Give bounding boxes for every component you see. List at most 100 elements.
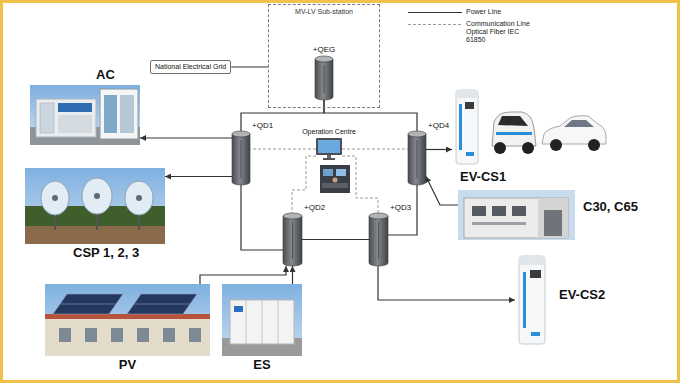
switchgear-cabinet: +QEG — [315, 56, 333, 100]
legend-line — [408, 24, 462, 25]
ev-cs1-photo — [494, 142, 506, 154]
es-photo — [222, 284, 302, 356]
power-line — [426, 149, 452, 150]
c30-c65-photo — [538, 198, 568, 238]
ac-photo — [30, 85, 140, 145]
photo-label: EV-CS2 — [559, 288, 605, 303]
c30-c65-photo — [458, 190, 575, 240]
photo-frame: EV-CS1 — [452, 88, 608, 168]
pv-photo — [163, 328, 175, 342]
ev-cs1-photo — [465, 102, 474, 109]
operation-centre: Operation Centre — [316, 138, 342, 160]
ev-cs1-photo — [498, 116, 528, 126]
csp-photo — [125, 181, 153, 215]
control-room-photo — [336, 169, 346, 176]
ev-cs1-photo — [496, 132, 532, 135]
ev-cs1-photo — [466, 152, 474, 156]
ev-cs2-photo — [519, 256, 545, 344]
pv-photo — [60, 304, 116, 305]
cabinet-shape — [369, 213, 388, 266]
es-photo — [262, 300, 263, 344]
cabinet-label: +QD2 — [304, 203, 325, 212]
pv-photo — [45, 314, 210, 319]
ev-cs2-photo — [519, 256, 545, 265]
csp-photo — [25, 168, 165, 244]
ev-cs2-photo — [531, 332, 540, 336]
power-line — [302, 239, 369, 240]
cabinet-door — [417, 140, 418, 178]
es-photo — [222, 284, 302, 356]
ac-photo — [100, 89, 138, 139]
c30-c65-photo — [512, 206, 526, 216]
photo-label: PV — [119, 358, 136, 373]
communication-line — [342, 156, 378, 213]
substation-region: MV-LV Sub-station +QEG — [268, 4, 380, 108]
c30-c65-photo — [492, 206, 506, 216]
cabinet-label: +QEG — [313, 45, 335, 54]
pv-photo — [59, 328, 71, 342]
csp-photo — [25, 168, 165, 244]
pv-photo — [134, 304, 190, 305]
power-line — [200, 266, 286, 284]
ev-cs1-photo — [588, 139, 600, 151]
c30-c65-photo — [472, 222, 526, 225]
legend-text: Communication Line Optical Fiber IEC 618… — [466, 20, 530, 44]
cabinet-body — [369, 216, 388, 266]
csp-photo — [82, 178, 112, 214]
region-title: MV-LV Sub-station — [295, 8, 353, 16]
legend-text: Power Line — [466, 8, 530, 16]
pv-photo — [45, 284, 210, 356]
control-room-photo — [320, 165, 350, 193]
photo-frame: C30, C65 — [458, 190, 575, 240]
cabinet-label: +QD3 — [390, 203, 411, 212]
pv-photo — [137, 328, 149, 342]
c30-c65-photo — [544, 210, 562, 236]
pv-photo — [127, 294, 197, 314]
ac-photo — [58, 115, 92, 133]
ac-photo — [30, 85, 140, 145]
cabinet-door — [378, 222, 379, 259]
switchgear-cabinet: +QD1 — [232, 131, 250, 185]
csp-photo — [52, 195, 58, 201]
cabinet-top — [315, 56, 333, 62]
es-photo — [278, 300, 279, 344]
csp-photo — [94, 193, 100, 199]
legend-line — [408, 12, 462, 13]
es-photo — [230, 300, 294, 344]
cabinet-shape — [408, 131, 426, 185]
cabinet-body — [408, 134, 426, 185]
power-line — [165, 176, 232, 177]
ev-cs1-photo — [522, 142, 534, 154]
es-photo — [246, 300, 247, 344]
communication-line — [342, 149, 408, 150]
photo-label: ES — [253, 358, 270, 373]
communication-line — [250, 149, 316, 150]
cabinet-door — [241, 140, 242, 178]
ev-cs1-photo — [456, 90, 478, 164]
pv-photo — [45, 284, 210, 356]
csp-photo — [25, 226, 165, 244]
photo-frame: EV-CS2 — [515, 254, 549, 346]
pv-photo — [85, 328, 97, 342]
power-line — [378, 266, 515, 300]
csp-photo — [136, 195, 142, 201]
photo-frame: PV — [45, 284, 210, 356]
power-line — [292, 266, 293, 284]
ev-cs2-photo — [519, 256, 545, 344]
csp-photo — [41, 181, 69, 215]
es-photo — [234, 306, 243, 312]
ev-cs1-photo — [459, 104, 462, 150]
ev-cs2-photo — [523, 272, 526, 328]
monitor-bezel — [316, 138, 342, 155]
power-line — [241, 185, 283, 250]
cabinet-body — [315, 59, 333, 100]
ev-cs1-photo — [564, 120, 594, 127]
monitor-screen — [318, 140, 340, 153]
cabinet-shape — [315, 56, 333, 100]
box-text: National Electrical Grid — [155, 63, 226, 71]
power-line — [324, 100, 417, 131]
switchgear-cabinet: +QD4 — [408, 131, 426, 185]
power-line — [426, 176, 458, 205]
cabinet-top — [369, 213, 388, 219]
